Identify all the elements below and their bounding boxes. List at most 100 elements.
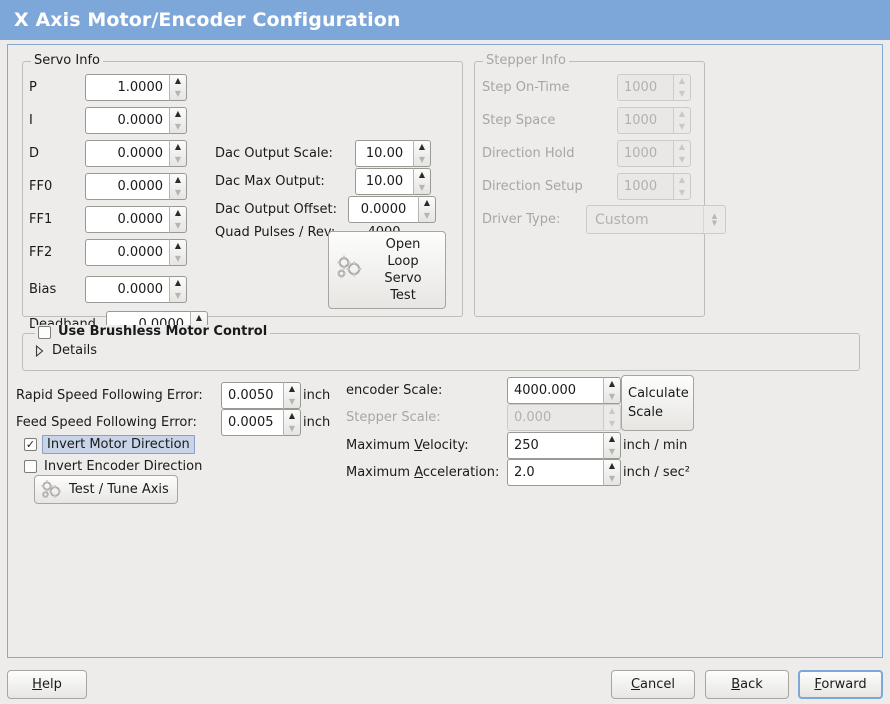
input-maximum-velocity[interactable] — [507, 432, 603, 459]
open-loop-line-2: Loop — [387, 254, 419, 269]
brushless-motor-group: Use Brushless Motor Control Details — [22, 325, 860, 371]
spin-down-icon[interactable]: ▼ — [288, 396, 296, 406]
spinner-ff1[interactable]: ▲ ▼ — [169, 206, 187, 233]
max-accel-label-post: cceleration: — [422, 465, 500, 480]
spinner-i[interactable]: ▲ ▼ — [169, 107, 187, 134]
spin-down-icon[interactable]: ▼ — [418, 154, 426, 164]
label-i: I — [29, 113, 33, 128]
input-ff2[interactable] — [85, 239, 169, 266]
spin-dac-output-scale[interactable]: ▲ ▼ — [355, 140, 431, 167]
input-i[interactable] — [85, 107, 169, 134]
input-ff0[interactable] — [85, 173, 169, 200]
spin-up-icon[interactable]: ▲ — [418, 142, 426, 152]
spinner-maximum-velocity[interactable]: ▲ ▼ — [603, 432, 621, 459]
spinner-ff2[interactable]: ▲ ▼ — [169, 239, 187, 266]
spin-bias[interactable]: ▲ ▼ — [85, 276, 187, 303]
spin-down-icon[interactable]: ▼ — [174, 187, 182, 197]
input-bias[interactable] — [85, 276, 169, 303]
spinner-p[interactable]: ▲ ▼ — [169, 74, 187, 101]
spin-up-icon[interactable]: ▲ — [174, 142, 182, 152]
spin-down-icon[interactable]: ▼ — [608, 473, 616, 483]
spin-maximum-acceleration[interactable]: ▲ ▼ — [507, 459, 621, 486]
help-button[interactable]: Help — [7, 670, 87, 699]
cancel-button[interactable]: Cancel — [611, 670, 695, 699]
input-maximum-acceleration[interactable] — [507, 459, 603, 486]
chevron-right-icon[interactable] — [33, 344, 45, 357]
spin-down-icon[interactable]: ▼ — [608, 446, 616, 456]
spin-up-icon[interactable]: ▲ — [608, 434, 616, 444]
invert-encoder-direction-checkbox[interactable] — [24, 460, 37, 473]
spinner-maximum-acceleration[interactable]: ▲ ▼ — [603, 459, 621, 486]
servo-field-row-i: I ▲ ▼ — [29, 107, 187, 134]
input-dac-max-output[interactable] — [355, 168, 413, 195]
input-ff1[interactable] — [85, 206, 169, 233]
spin-up-icon[interactable]: ▲ — [174, 175, 182, 185]
spinner-encoder-scale[interactable]: ▲ ▼ — [603, 377, 621, 404]
spin-dac-max-output[interactable]: ▲ ▼ — [355, 168, 431, 195]
spin-up-icon[interactable]: ▲ — [174, 208, 182, 218]
input-dac-output-scale[interactable] — [355, 140, 413, 167]
spin-down-icon[interactable]: ▼ — [174, 154, 182, 164]
spinner-rapid-following-error[interactable]: ▲ ▼ — [283, 382, 301, 409]
spinner-dac-output-scale[interactable]: ▲ ▼ — [413, 140, 431, 167]
spinner-ff0[interactable]: ▲ ▼ — [169, 173, 187, 200]
spin-down-icon[interactable]: ▼ — [174, 253, 182, 263]
spin-up-icon[interactable]: ▲ — [608, 461, 616, 471]
spin-up-icon[interactable]: ▲ — [418, 170, 426, 180]
spin-dac-output-offset[interactable]: ▲ ▼ — [348, 196, 436, 223]
driver-type-select[interactable]: Custom ▲▼ — [586, 205, 726, 234]
label-step-on-time: Step On-Time — [482, 80, 570, 95]
invert-motor-direction-row[interactable]: ✓ Invert Motor Direction — [24, 435, 195, 454]
spin-up-icon[interactable]: ▲ — [288, 384, 296, 394]
spin-down-icon[interactable]: ▼ — [288, 423, 296, 433]
input-dac-output-offset[interactable] — [348, 196, 418, 223]
spin-down-icon[interactable]: ▼ — [418, 182, 426, 192]
input-d[interactable] — [85, 140, 169, 167]
spin-encoder-scale[interactable]: ▲ ▼ — [507, 377, 621, 404]
spinner-feed-following-error[interactable]: ▲ ▼ — [283, 409, 301, 436]
calculate-scale-button[interactable]: Calculate Scale — [621, 375, 694, 431]
spin-up-icon[interactable]: ▲ — [174, 241, 182, 251]
spin-up-icon: ▲ — [678, 142, 686, 152]
spin-up-icon[interactable]: ▲ — [174, 278, 182, 288]
input-encoder-scale[interactable] — [507, 377, 603, 404]
spin-d[interactable]: ▲ ▼ — [85, 140, 187, 167]
spin-ff2[interactable]: ▲ ▼ — [85, 239, 187, 266]
spin-p[interactable]: ▲ ▼ — [85, 74, 187, 101]
use-brushless-motor-control-checkbox[interactable] — [38, 325, 51, 339]
spinner-step-space: ▲ ▼ — [673, 107, 691, 134]
spinner-d[interactable]: ▲ ▼ — [169, 140, 187, 167]
spin-down-icon[interactable]: ▼ — [174, 88, 182, 98]
spin-ff0[interactable]: ▲ ▼ — [85, 173, 187, 200]
invert-encoder-direction-row[interactable]: Invert Encoder Direction — [24, 459, 202, 474]
back-button[interactable]: Back — [705, 670, 789, 699]
spin-down-icon[interactable]: ▼ — [174, 290, 182, 300]
invert-motor-direction-checkbox[interactable]: ✓ — [24, 438, 37, 451]
spin-up-icon[interactable]: ▲ — [174, 76, 182, 86]
spin-feed-following-error[interactable]: ▲ ▼ — [221, 409, 301, 436]
forward-button[interactable]: Forward — [798, 670, 883, 699]
spin-down-icon[interactable]: ▼ — [608, 391, 616, 401]
spin-down-icon[interactable]: ▼ — [174, 121, 182, 131]
details-expander[interactable]: Details — [33, 343, 97, 358]
spin-up-icon[interactable]: ▲ — [288, 411, 296, 421]
spin-i[interactable]: ▲ ▼ — [85, 107, 187, 134]
spin-up-icon[interactable]: ▲ — [423, 198, 431, 208]
spinner-dac-output-offset[interactable]: ▲ ▼ — [418, 196, 436, 223]
open-loop-servo-test-button[interactable]: Open Loop Servo Test — [328, 231, 446, 309]
spin-down-icon[interactable]: ▼ — [423, 210, 431, 220]
chevron-updown-icon[interactable]: ▲▼ — [703, 206, 725, 233]
spin-maximum-velocity[interactable]: ▲ ▼ — [507, 432, 621, 459]
spinner-dac-max-output[interactable]: ▲ ▼ — [413, 168, 431, 195]
spin-up-icon[interactable]: ▲ — [174, 109, 182, 119]
spin-ff1[interactable]: ▲ ▼ — [85, 206, 187, 233]
spin-down-icon[interactable]: ▼ — [174, 220, 182, 230]
test-tune-axis-button[interactable]: Test / Tune Axis — [34, 475, 178, 504]
spin-rapid-following-error[interactable]: ▲ ▼ — [221, 382, 301, 409]
spin-up-icon[interactable]: ▲ — [195, 313, 203, 323]
input-feed-following-error[interactable] — [221, 409, 283, 436]
spinner-bias[interactable]: ▲ ▼ — [169, 276, 187, 303]
spin-up-icon[interactable]: ▲ — [608, 379, 616, 389]
input-rapid-following-error[interactable] — [221, 382, 283, 409]
input-p[interactable] — [85, 74, 169, 101]
